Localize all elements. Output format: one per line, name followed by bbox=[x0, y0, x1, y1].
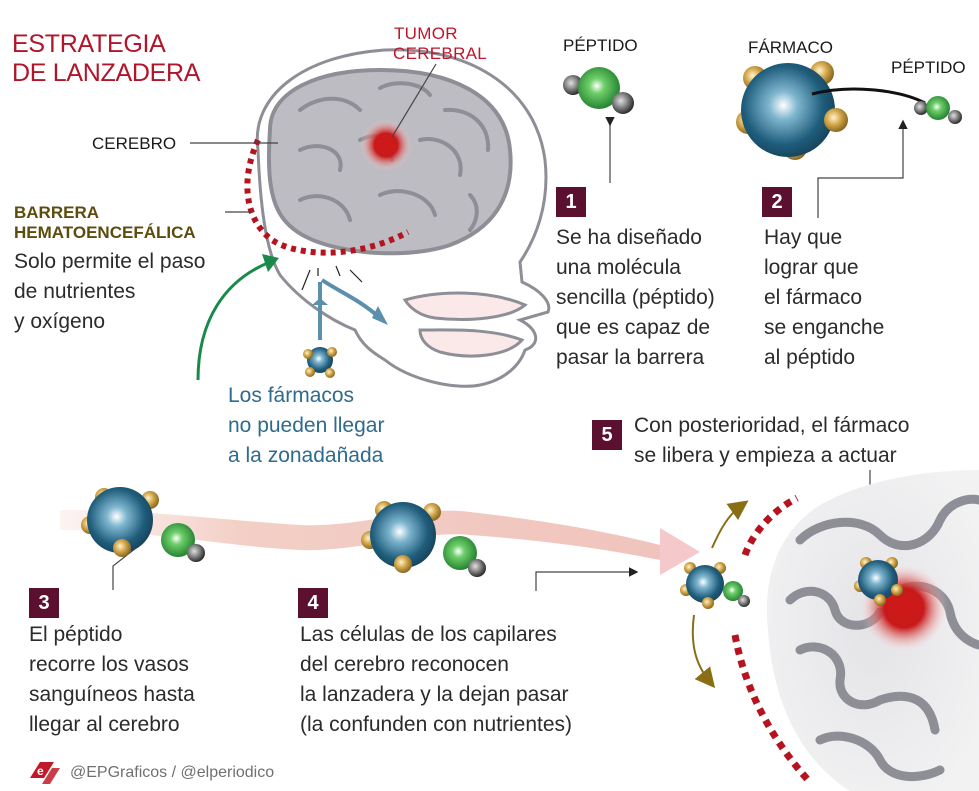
drug-small bbox=[303, 347, 337, 378]
logo-letter: e bbox=[37, 764, 44, 778]
drug-peptide-link bbox=[811, 87, 926, 105]
label-cerebro: CEREBRO bbox=[92, 134, 177, 153]
barrier-closeup-bottom bbox=[731, 634, 811, 783]
step-1-text: Se ha diseñado una molécula sencilla (pé… bbox=[556, 223, 715, 373]
blue-arrow-head-1 bbox=[312, 298, 328, 305]
step-1-line: pasar la barrera bbox=[556, 346, 705, 369]
step-3-line: sanguíneos hasta bbox=[29, 683, 195, 706]
green-arrow-head bbox=[262, 254, 279, 272]
source-credit: @EPGraficos / @elperiodico bbox=[70, 764, 275, 781]
step-3-text: El péptido recorre los vasos sanguíneos … bbox=[29, 620, 195, 740]
label-barrier: BARRERA HEMATOENCEFÁLICA bbox=[14, 203, 196, 243]
elperiodico-logo-icon: e bbox=[30, 762, 60, 784]
drug-released bbox=[854, 557, 903, 606]
step-2-text: Hay que lograr que el fármaco se enganch… bbox=[764, 223, 884, 373]
blood-stream bbox=[60, 510, 660, 560]
label-tumor-line-1: TUMOR bbox=[394, 24, 458, 43]
step-4-line: del cerebro reconocen bbox=[300, 653, 509, 676]
step-4-line: (la confunden con nutrientes) bbox=[300, 713, 573, 736]
step-1-line: que es capaz de bbox=[556, 316, 711, 339]
barrier-description-line: de nutrientes bbox=[14, 280, 136, 303]
shuttle-crossing bbox=[680, 562, 750, 609]
label-tumor: TUMOR CEREBRAL bbox=[393, 24, 487, 64]
step-4-line: Las células de los capilares bbox=[300, 623, 557, 646]
label-barrier-line-1: BARRERA bbox=[14, 203, 99, 222]
peptide-molecule bbox=[563, 67, 634, 114]
barrier-arc bbox=[244, 138, 410, 256]
step-2-badge: 2 bbox=[762, 187, 792, 217]
title: ESTRATEGIA DE LANZADERA bbox=[12, 30, 200, 88]
step-2-line: se enganche bbox=[764, 316, 885, 339]
step-5-text: Con posterioridad, el fármaco se libera … bbox=[634, 411, 909, 471]
step-5-line: Con posterioridad, el fármaco bbox=[634, 414, 910, 437]
gold-arrow-down bbox=[691, 614, 716, 689]
step-1-badge: 1 bbox=[556, 187, 586, 217]
peptide-small bbox=[914, 96, 962, 124]
green-arrow bbox=[196, 260, 271, 381]
step-1-line: Se ha diseñado bbox=[556, 226, 702, 249]
gold-arrow-up bbox=[711, 500, 749, 549]
blocked-description-line: no pueden llegar bbox=[228, 414, 385, 437]
step-2-line: el fármaco bbox=[764, 286, 863, 309]
step-5-badge: 5 bbox=[592, 420, 622, 450]
step-3-line: El péptido bbox=[29, 623, 123, 646]
blocked-description-line: Los fármacos bbox=[228, 384, 355, 407]
blocked-description: Los fármacos no pueden llegar a la zonad… bbox=[228, 381, 384, 471]
title-line-2: DE LANZADERA bbox=[12, 59, 201, 87]
shuttle-4 bbox=[361, 501, 486, 577]
barrier-description-line: y oxígeno bbox=[14, 310, 106, 333]
label-peptide-2: PÉPTIDO bbox=[891, 58, 966, 77]
tumor-spot bbox=[360, 119, 412, 171]
label-tumor-line-2: CEREBRAL bbox=[393, 44, 488, 63]
blocked-ticks bbox=[301, 265, 363, 291]
step-2-line: lograr que bbox=[764, 256, 859, 279]
step-3-badge: 3 bbox=[29, 588, 59, 618]
drug-large bbox=[736, 61, 848, 160]
step-2-line: Hay que bbox=[764, 226, 843, 249]
label-peptide: PÉPTIDO bbox=[563, 36, 638, 55]
step-4-text: Las células de los capilares del cerebro… bbox=[300, 620, 572, 740]
label-drug: FÁRMACO bbox=[748, 38, 833, 57]
label-barrier-line-2: HEMATOENCEFÁLICA bbox=[14, 223, 196, 242]
brain-closeup-folds bbox=[785, 494, 979, 782]
stream-arrow-head bbox=[660, 528, 700, 575]
shuttle-3 bbox=[81, 487, 205, 562]
step-3-line: llegar al cerebro bbox=[29, 713, 180, 736]
blocked-description-line: a la zonadañada bbox=[228, 444, 384, 467]
step-1-line: una molécula bbox=[556, 256, 681, 279]
step-1-line: sencilla (péptido) bbox=[556, 286, 715, 309]
brain-top bbox=[266, 67, 513, 256]
step-4-badge: 4 bbox=[298, 588, 328, 618]
step-5-line: se libera y empieza a actuar bbox=[634, 444, 897, 467]
barrier-description-line: Solo permite el paso bbox=[14, 250, 206, 273]
step-3-line: recorre los vasos bbox=[29, 653, 189, 676]
step-4-line: la lanzadera y la dejan pasar bbox=[300, 683, 569, 706]
blue-arrow-head-2 bbox=[372, 306, 388, 325]
title-line-1: ESTRATEGIA bbox=[12, 30, 166, 58]
barrier-description: Solo permite el paso de nutrientes y oxí… bbox=[14, 247, 205, 337]
step-2-line: al péptido bbox=[764, 346, 856, 369]
barrier-closeup-top bbox=[741, 494, 799, 557]
